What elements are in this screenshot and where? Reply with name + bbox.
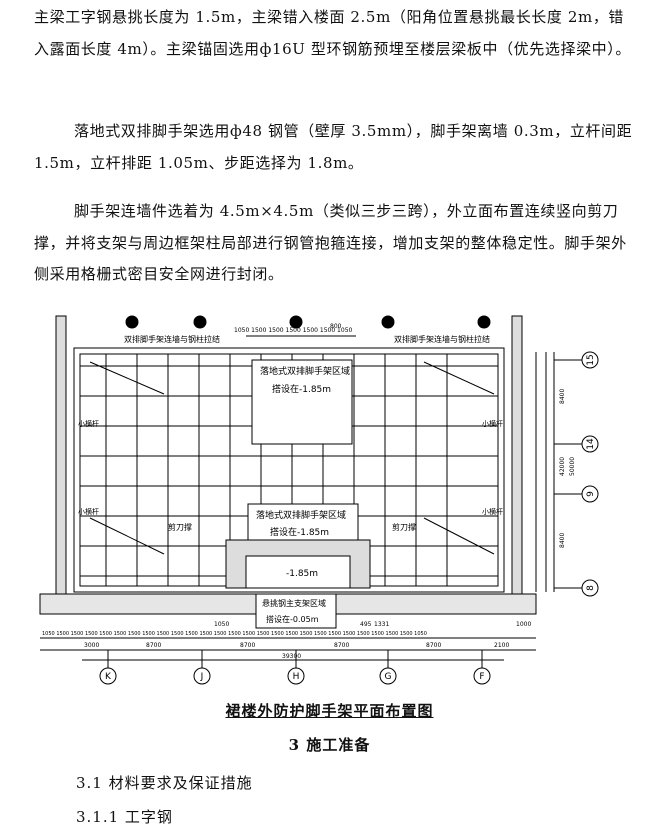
top-zone-title: 落地式双排脚手架区域 xyxy=(260,365,350,377)
right-dim-8400a: 8400 xyxy=(559,389,566,404)
column-marker xyxy=(125,315,139,329)
right-dim-50000: 50000 xyxy=(569,457,576,476)
paragraph-scaffold: 落地式双排脚手架选用ф48 钢管（壁厚 3.5mm），脚手架离墙 0.3m，立杆… xyxy=(34,116,634,179)
axis-label-J: J xyxy=(200,672,204,682)
subsection-3-1-1: 3.1.1 工字钢 xyxy=(76,808,173,826)
bottom-zone-title: 悬挑钢主支架区域 xyxy=(262,598,326,608)
right-dim-8400b: 8400 xyxy=(559,533,566,548)
column-marker xyxy=(477,315,491,329)
low-zone-elev: -1.85m xyxy=(286,569,318,579)
subsection-3-1: 3.1 材料要求及保证措施 xyxy=(76,774,253,792)
column-marker xyxy=(193,315,207,329)
dim-8700-a: 8700 xyxy=(146,642,161,649)
axis-label-15: 15 xyxy=(586,354,596,365)
axis-label-H: H xyxy=(293,672,300,682)
paragraph-tie: 脚手架连墙件选着为 4.5m×4.5m（类似三步三跨），外立面布置连续竖向剪刀撑… xyxy=(34,196,634,291)
bottom-zone-elev: 搭设在-0.05m xyxy=(266,614,319,624)
axis-label-14: 14 xyxy=(586,438,596,450)
axis-circle-K xyxy=(99,667,117,685)
axis-circle-9 xyxy=(581,485,599,503)
axis-circle-F xyxy=(473,667,491,685)
top-zone-elev: 搭设在-1.85m xyxy=(272,383,331,395)
top-center-zone xyxy=(251,359,353,445)
mid-zone-elev: 搭设在-1.85m xyxy=(270,526,329,538)
dim-3000: 3000 xyxy=(84,642,99,649)
label-ne-tie: 双排脚手架连墙与钢柱拉结 xyxy=(394,334,490,344)
axis-circle-8 xyxy=(581,579,599,597)
figure-caption: 裙楼外防护脚手架平面布置图 xyxy=(225,702,434,720)
dim-8700-c: 8700 xyxy=(334,642,349,649)
axis-label-G: G xyxy=(385,672,392,682)
small-rod-left2: 小横杆 xyxy=(78,507,99,516)
top-dim-800: 800 xyxy=(330,323,342,330)
scissor-right: 剪刀撑 xyxy=(392,522,416,532)
axis-circle-14 xyxy=(581,435,599,453)
right-dim-42000: 42000 xyxy=(559,457,566,476)
bottom-zone xyxy=(255,593,337,629)
column-marker xyxy=(289,315,303,329)
axis-circle-H xyxy=(287,667,305,685)
small-rod-left: 小横杆 xyxy=(78,419,99,428)
axis-circle-J xyxy=(193,667,211,685)
top-dims: 1050 1500 1500 1500 1500 1500 1050 xyxy=(234,327,353,334)
left-wall xyxy=(55,315,67,595)
mid-center-zone xyxy=(247,503,359,541)
dim-495: 495 xyxy=(360,621,372,628)
axis-label-8: 8 xyxy=(586,585,596,591)
column-marker xyxy=(381,315,395,329)
right-wall xyxy=(511,315,523,595)
paragraph-tie-text: 脚手架连墙件选着为 4.5m×4.5m（类似三步三跨），外立面布置连续竖向剪刀撑… xyxy=(34,202,627,283)
dim-8700-b: 8700 xyxy=(240,642,255,649)
axis-circle-15 xyxy=(581,351,599,369)
small-rod-right: 小横杆 xyxy=(482,419,503,428)
scaffold-plan-drawing: 双排脚手架连墙与钢柱拉结 双排脚手架连墙与钢柱拉结 1050 1500 1500… xyxy=(39,315,599,685)
axis-label-9: 9 xyxy=(586,491,596,497)
paragraph-scaffold-text: 落地式双排脚手架选用ф48 钢管（壁厚 3.5mm），脚手架离墙 0.3m，立杆… xyxy=(34,122,633,172)
paragraph-cantilever: 主梁工字钢悬挑长度为 1.5m，主梁错入楼面 2.5m（阳角位置悬挑最长长度 2… xyxy=(34,8,631,58)
dim-1000: 1000 xyxy=(516,621,531,628)
label-nw-tie: 双排脚手架连墙与钢柱拉结 xyxy=(124,334,220,344)
dim-8700-d: 8700 xyxy=(426,642,441,649)
axis-label-F: F xyxy=(479,672,484,682)
section-heading: 3 施工准备 xyxy=(288,736,371,754)
small-rod-right2: 小横杆 xyxy=(482,507,503,516)
dim-total: 39300 xyxy=(282,653,301,660)
bottom-dims: 1050 1500 1500 1500 1500 1500 1500 1500 … xyxy=(42,631,427,637)
scissor-left: 剪刀撑 xyxy=(168,522,192,532)
dim-1050: 1050 xyxy=(214,621,229,628)
scaffold-frame xyxy=(73,347,505,593)
axis-circle-G xyxy=(379,667,397,685)
dim-1331: 1331 xyxy=(374,621,389,628)
mid-zone-title: 落地式双排脚手架区域 xyxy=(256,509,346,521)
low-center-label-box xyxy=(245,555,351,589)
dim-2100: 2100 xyxy=(494,642,509,649)
axis-label-K: K xyxy=(105,672,112,682)
